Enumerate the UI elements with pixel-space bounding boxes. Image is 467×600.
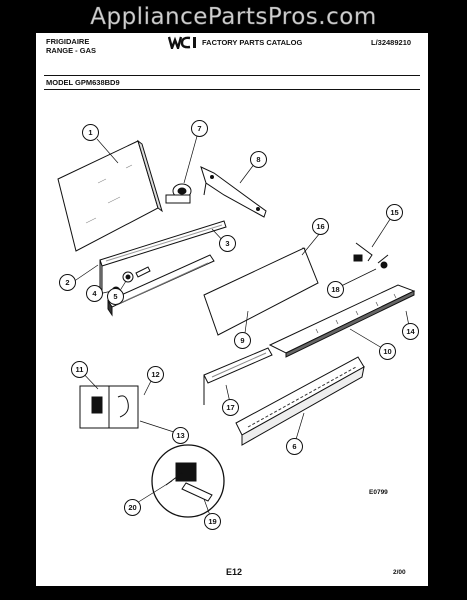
doc-number: L/32489210 xyxy=(371,38,412,47)
parts-diagram-sheet: FRIGIDAIRE RANGE - GAS FACTORY PARTS CAT… xyxy=(36,33,428,586)
callout-6: 6 xyxy=(286,438,303,455)
part-17-slide xyxy=(203,347,273,405)
callout-8: 8 xyxy=(250,151,267,168)
lower-rail xyxy=(107,254,215,317)
callout-2: 2 xyxy=(59,274,76,291)
callout-13: 13 xyxy=(172,427,189,444)
callout-20: 20 xyxy=(124,499,141,516)
part-3-manifold xyxy=(99,220,227,294)
callout-12: 12 xyxy=(147,366,164,383)
site-watermark: AppliancePartsPros.com xyxy=(90,4,377,31)
callout-7: 7 xyxy=(191,120,208,137)
callout-14: 14 xyxy=(402,323,419,340)
part-6-trim xyxy=(235,356,365,446)
callout-19: 19 xyxy=(204,513,221,530)
callout-1: 1 xyxy=(82,124,99,141)
callout-10: 10 xyxy=(379,343,396,360)
part-19-20-detail xyxy=(151,444,225,518)
part-10-long-panel xyxy=(268,284,416,358)
revision-date: 2/00 xyxy=(393,569,406,576)
figure-code: E0799 xyxy=(369,489,388,496)
catalog-title: FACTORY PARTS CATALOG xyxy=(202,38,303,47)
page-number: E12 xyxy=(226,567,243,577)
callout-17: 17 xyxy=(222,399,239,416)
part-9-flat-panel xyxy=(203,247,319,336)
header-rule-bottom xyxy=(44,89,420,90)
callout-3: 3 xyxy=(219,235,236,252)
header-rule-top xyxy=(44,75,420,76)
callout-15: 15 xyxy=(386,204,403,221)
callout-11: 11 xyxy=(71,361,88,378)
part-1-panel xyxy=(57,139,163,252)
callout-18: 18 xyxy=(327,281,344,298)
brand-text: FRIGIDAIRE xyxy=(46,37,90,46)
callout-9: 9 xyxy=(234,332,251,349)
part-8-bracket xyxy=(200,166,267,218)
callout-5: 5 xyxy=(107,288,124,305)
exploded-parts-drawing xyxy=(57,128,416,522)
callout-16: 16 xyxy=(312,218,329,235)
wci-logo-icon xyxy=(168,36,196,49)
callout-4: 4 xyxy=(86,285,103,302)
part-15-18-fittings xyxy=(353,242,389,269)
model-text: MODEL GPM638BD9 xyxy=(46,78,120,87)
product-text: RANGE - GAS xyxy=(46,46,97,55)
part-7-switch xyxy=(165,183,192,204)
part-11-box xyxy=(79,385,139,429)
